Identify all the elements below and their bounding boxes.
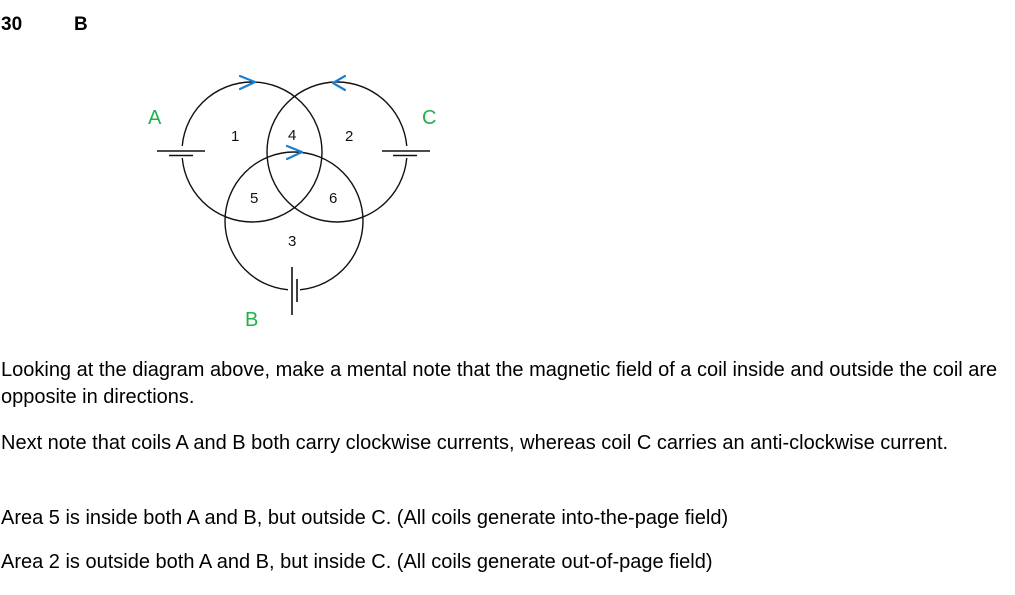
question-header: 30 B: [1, 14, 88, 36]
coils-diagram: 1 2 3 4 5 6 A C B: [148, 74, 436, 331]
region-label-5: 5: [250, 190, 258, 207]
coil-a: [157, 81, 323, 223]
coil-b-current-arrow-icon: [285, 144, 304, 161]
coil-c-label: C: [422, 107, 436, 129]
coil-a-label: A: [148, 107, 162, 129]
coil-c: [266, 81, 430, 223]
explanation-paragraph-3: Area 5 is inside both A and B, but outsi…: [1, 507, 729, 529]
explanation-paragraph-2: Next note that coils A and B both carry …: [1, 432, 949, 454]
region-label-4: 4: [288, 127, 296, 144]
coil-b-label: B: [245, 309, 258, 331]
coil-a-current-arrow-icon: [238, 74, 257, 91]
region-label-3: 3: [288, 233, 296, 250]
question-number: 30: [1, 14, 23, 35]
answer-letter: B: [74, 14, 88, 35]
explanation-paragraph-4: Area 2 is outside both A and B, but insi…: [1, 551, 713, 573]
region-label-6: 6: [329, 190, 337, 207]
coil-b-loop: [224, 151, 364, 291]
coil-b: [224, 151, 364, 315]
explanation-paragraph-1: Looking at the diagram above, make a men…: [1, 359, 998, 408]
region-label-1: 1: [231, 128, 239, 145]
coil-b-battery-gap: [288, 284, 300, 298]
region-label-2: 2: [345, 128, 353, 145]
coil-c-current-arrow-icon: [331, 74, 347, 92]
